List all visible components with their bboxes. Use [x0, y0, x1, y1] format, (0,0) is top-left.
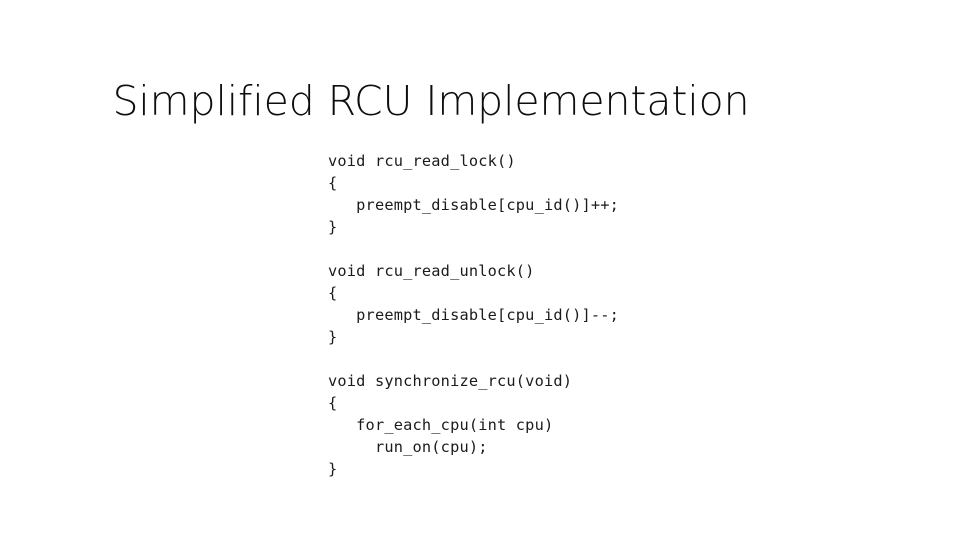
code-line: preempt_disable[cpu_id()]--;: [328, 306, 620, 324]
code-line: void rcu_read_unlock(): [328, 262, 535, 280]
code-line: run_on(cpu);: [328, 438, 488, 456]
code-line: }: [328, 218, 338, 236]
code-block-synchronize_rcu: void synchronize_rcu(void) { for_each_cpu…: [328, 370, 619, 480]
code-line: {: [328, 284, 338, 302]
code-line: void synchronize_rcu(void): [328, 372, 573, 390]
code-line: void rcu_read_lock(): [328, 152, 516, 170]
code-line: for_each_cpu(int cpu): [328, 416, 554, 434]
code-line: {: [328, 174, 338, 192]
code-line: }: [328, 328, 338, 346]
code-block-rcu_read_lock: void rcu_read_lock() { preempt_disable[cp…: [328, 150, 619, 238]
code-line: preempt_disable[cpu_id()]++;: [328, 196, 620, 214]
page-title: Simplified RCU Implementation: [112, 77, 750, 126]
code-listing: void rcu_read_lock() { preempt_disable[cp…: [328, 150, 619, 480]
code-line: {: [328, 394, 338, 412]
code-line: }: [328, 460, 338, 478]
code-block-rcu_read_unlock: void rcu_read_unlock() { preempt_disable[…: [328, 260, 619, 348]
